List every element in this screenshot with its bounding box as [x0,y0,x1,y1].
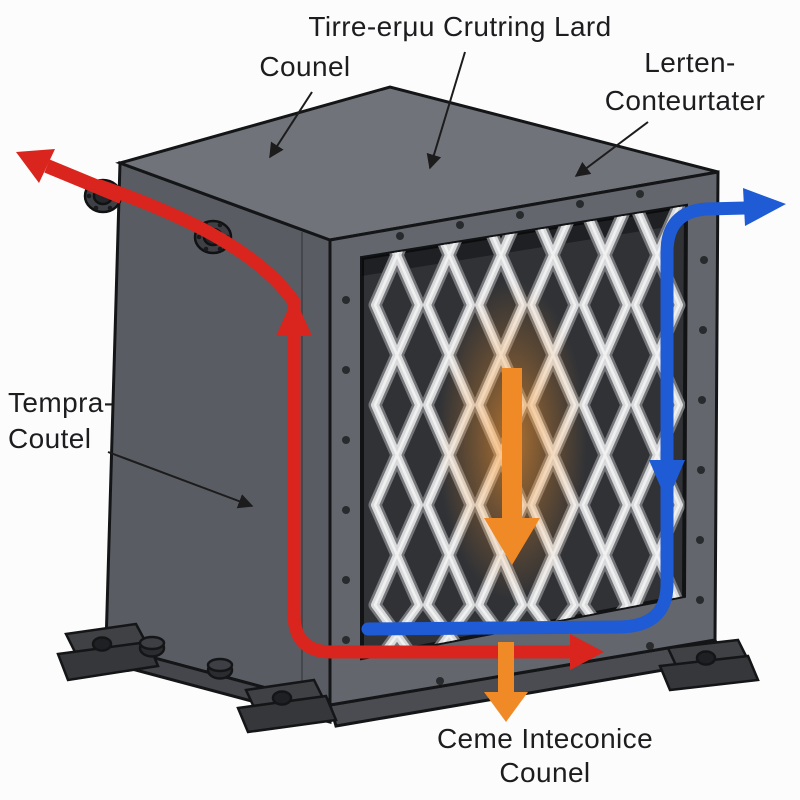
leader-line-top-left [269,91,313,159]
leader-line-top-center [426,51,466,170]
cold-flow-path [361,188,786,636]
mounting-feet [56,622,760,734]
label-left-line1: Tempra- [8,387,114,418]
hot-flow-arrowhead-out [16,149,55,183]
hot-pipe [93,179,579,659]
base-knobs [138,635,234,680]
label-left-line2: Coutel [8,423,92,454]
heat-transfer-arrow-center [484,368,540,565]
label-bottom-line1: Ceme Inteconice [436,723,654,754]
cold-flow-arrowhead-down [649,460,685,502]
cold-flow-arrowhead-out [743,188,786,226]
heat-transfer-arrow-bottom [484,642,528,722]
hot-flow-arrowhead-up [276,296,312,336]
hot-flow-path [16,149,604,670]
hot-flow-arrowhead-right [570,634,604,670]
label-top-center: Tirre-erμu Crutring Lard [308,11,612,42]
label-top-left: Counel [259,51,351,82]
label-right-line1: Lerten- [644,47,736,78]
leader-line-top-right [574,121,649,177]
leader-lines [107,51,649,509]
label-bottom-line2: Counel [499,757,591,788]
cold-pipe [361,201,753,636]
label-right-line2: Conteurtater [604,85,766,116]
leader-line-left [107,451,254,509]
heat-transfer-arrows [484,368,540,722]
